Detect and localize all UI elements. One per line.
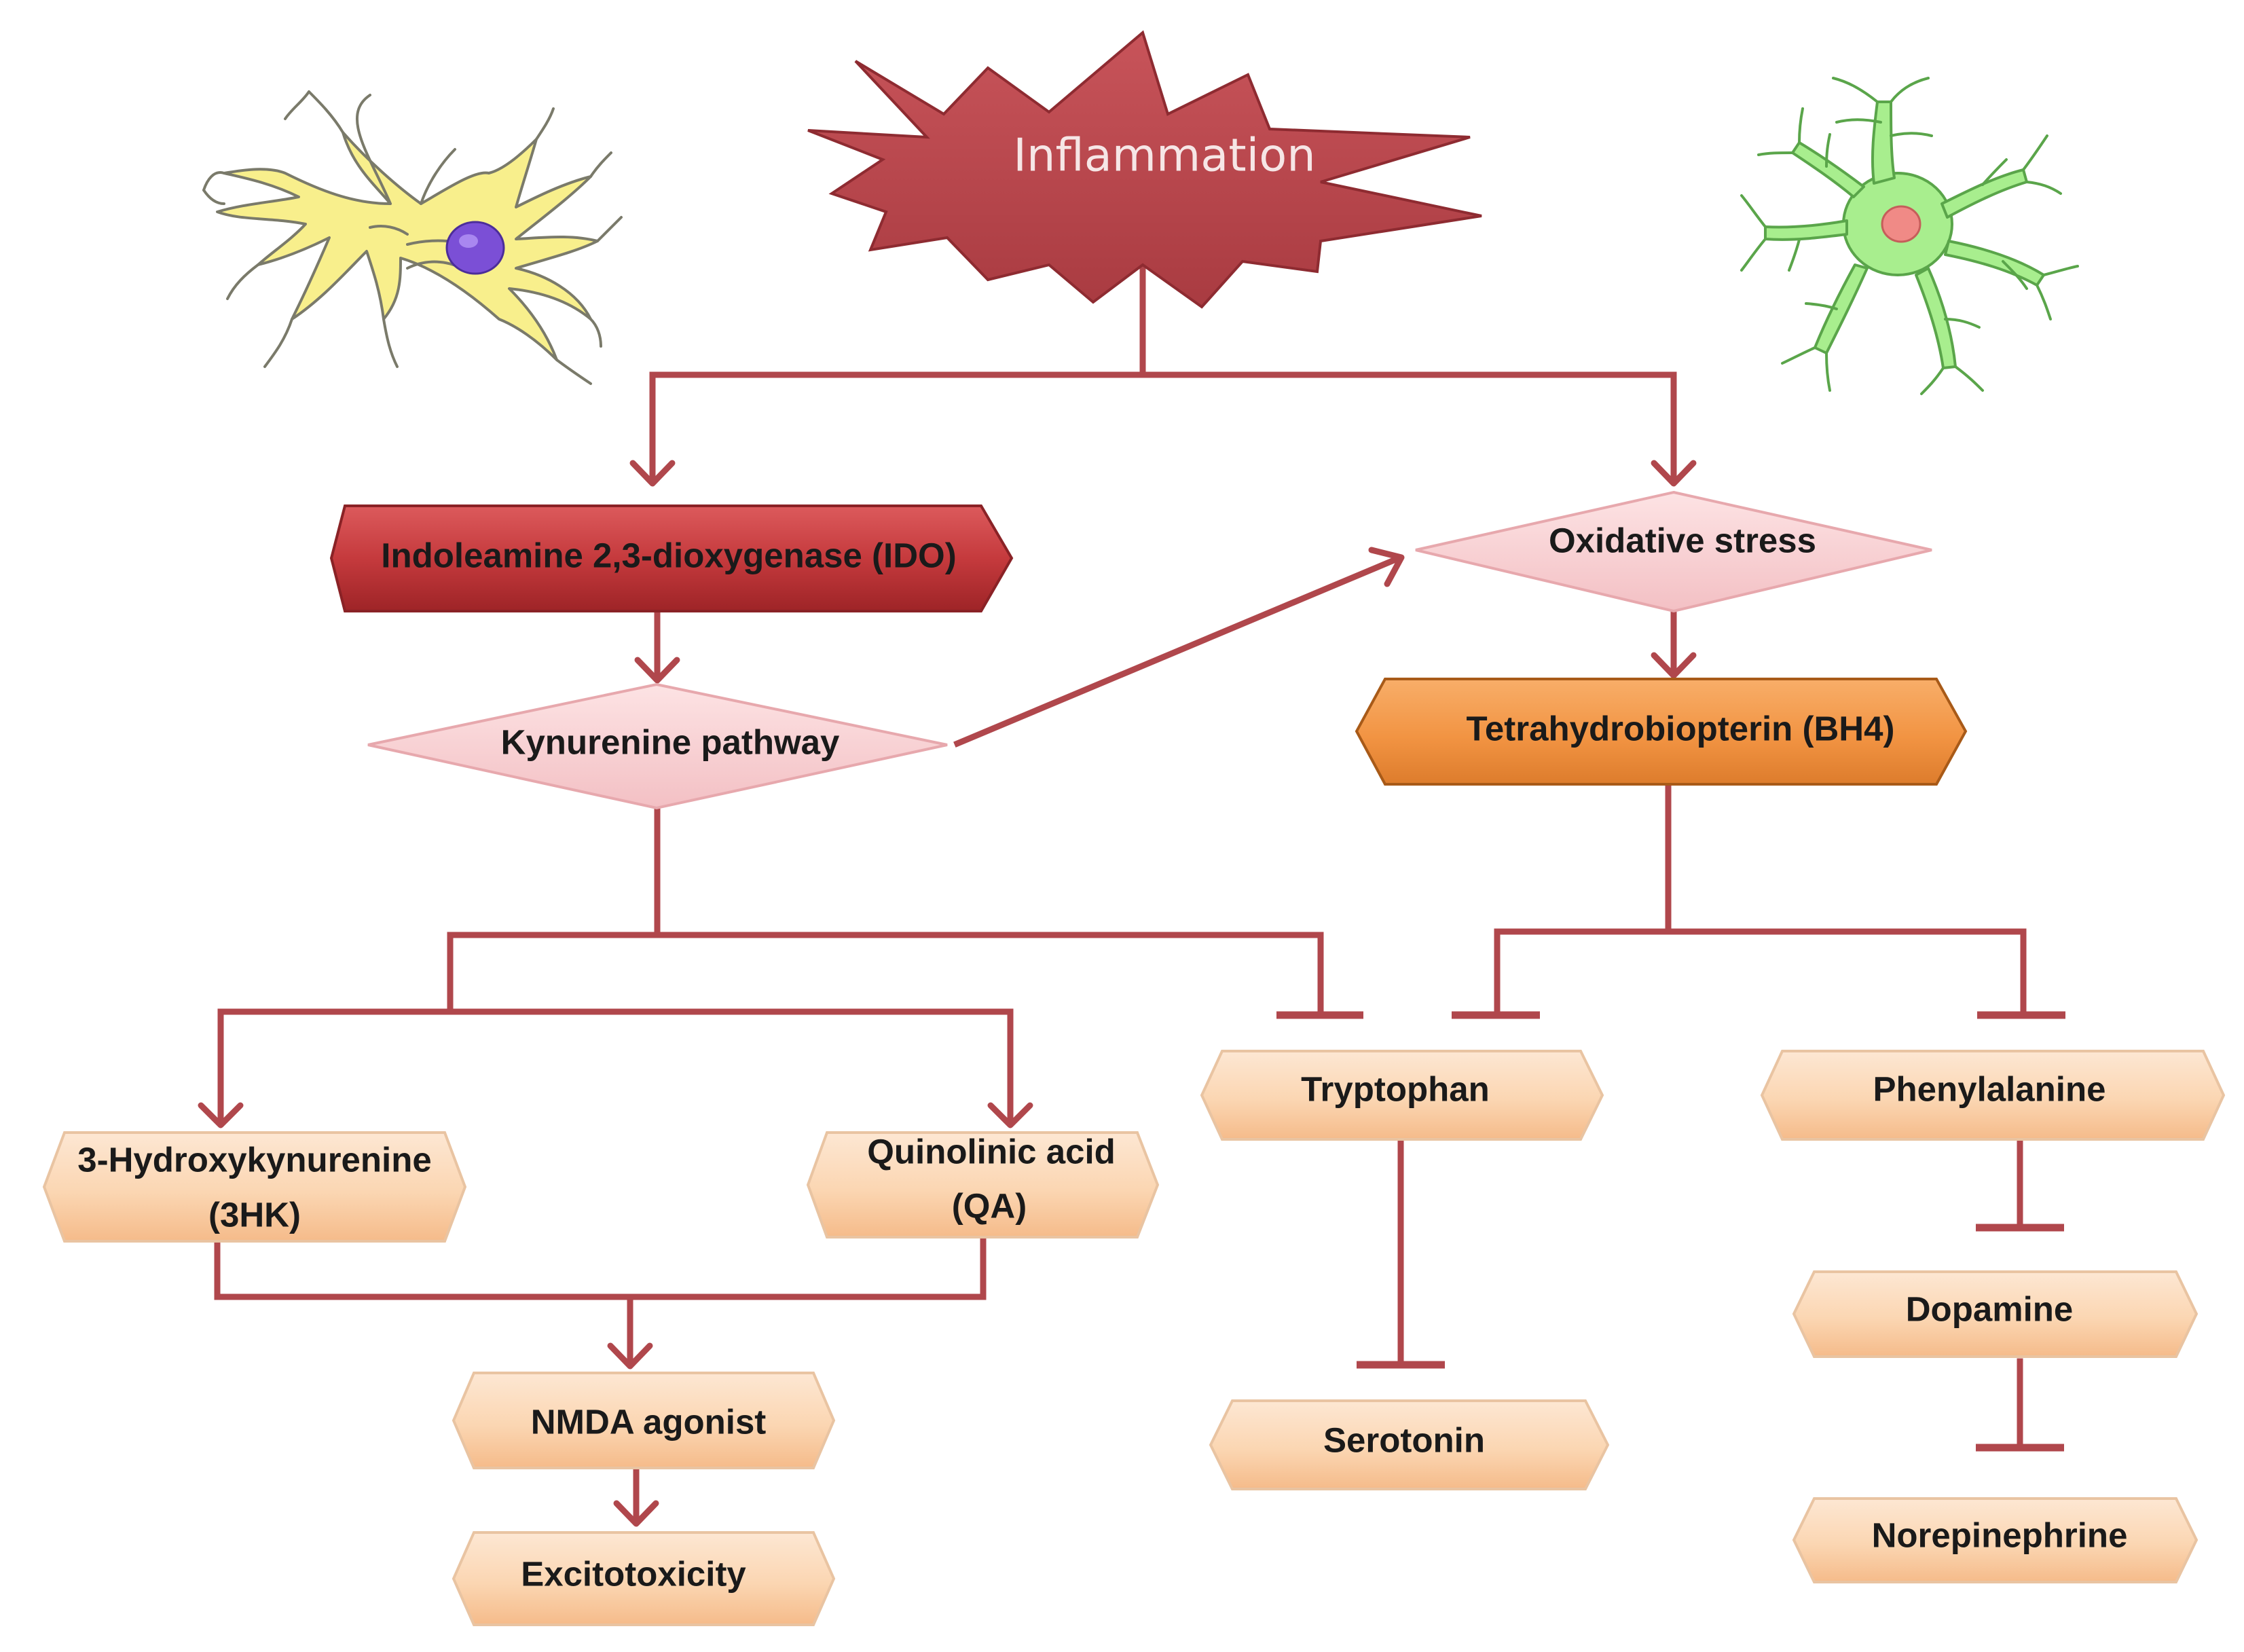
bh4-label: Tetrahydrobiopterin (BH4) — [1467, 709, 1895, 748]
excitotoxicity-node: Excitotoxicity — [452, 1531, 836, 1626]
3hk-node: 3-Hydroxykynurenine (3HK) — [42, 1131, 467, 1243]
neuron-illustration — [202, 90, 623, 385]
connectors — [198, 261, 2065, 1527]
kynurenine-label: Kynurenine pathway — [501, 722, 840, 761]
inflammation-node: Inflammation — [807, 30, 1482, 309]
glial-cell-illustration — [1740, 77, 2079, 395]
nmda-node: NMDA agonist — [452, 1372, 836, 1469]
ido-node: Indoleamine 2,3-dioxygenase (IDO) — [329, 504, 1014, 612]
inflammation-label: Inflammation — [1013, 129, 1315, 182]
kynurenine-node: Kynurenine pathway — [367, 682, 948, 810]
serotonin-label: Serotonin — [1323, 1420, 1485, 1459]
nmda-label: NMDA agonist — [531, 1402, 767, 1441]
phenylalanine-node: Phenylalanine — [1760, 1050, 2226, 1141]
qa-label-line2: (QA) — [952, 1186, 1027, 1225]
3hk-label-line2: (3HK) — [208, 1195, 301, 1234]
3hk-label-line1: 3-Hydroxykynurenine — [77, 1140, 432, 1179]
phenylalanine-label: Phenylalanine — [1873, 1069, 2106, 1108]
qa-node: Quinolinic acid (QA) — [806, 1131, 1160, 1238]
oxidative-stress-node: Oxidative stress — [1415, 490, 1932, 613]
dopamine-node: Dopamine — [1792, 1270, 2199, 1358]
dopamine-label: Dopamine — [1906, 1289, 2074, 1328]
qa-label-line1: Quinolinic acid — [867, 1132, 1116, 1171]
bh4-node: Tetrahydrobiopterin (BH4) — [1355, 678, 1968, 786]
serotonin-node: Serotonin — [1209, 1399, 1610, 1490]
excitotoxicity-label: Excitotoxicity — [521, 1554, 746, 1593]
norepinephrine-node: Norepinephrine — [1792, 1497, 2199, 1583]
tryptophan-node: Tryptophan — [1200, 1050, 1604, 1141]
ido-label: Indoleamine 2,3-dioxygenase (IDO) — [381, 536, 956, 574]
oxidative-stress-label: Oxidative stress — [1549, 521, 1816, 559]
tryptophan-label: Tryptophan — [1301, 1069, 1490, 1108]
norepinephrine-label: Norepinephrine — [1872, 1516, 2128, 1554]
